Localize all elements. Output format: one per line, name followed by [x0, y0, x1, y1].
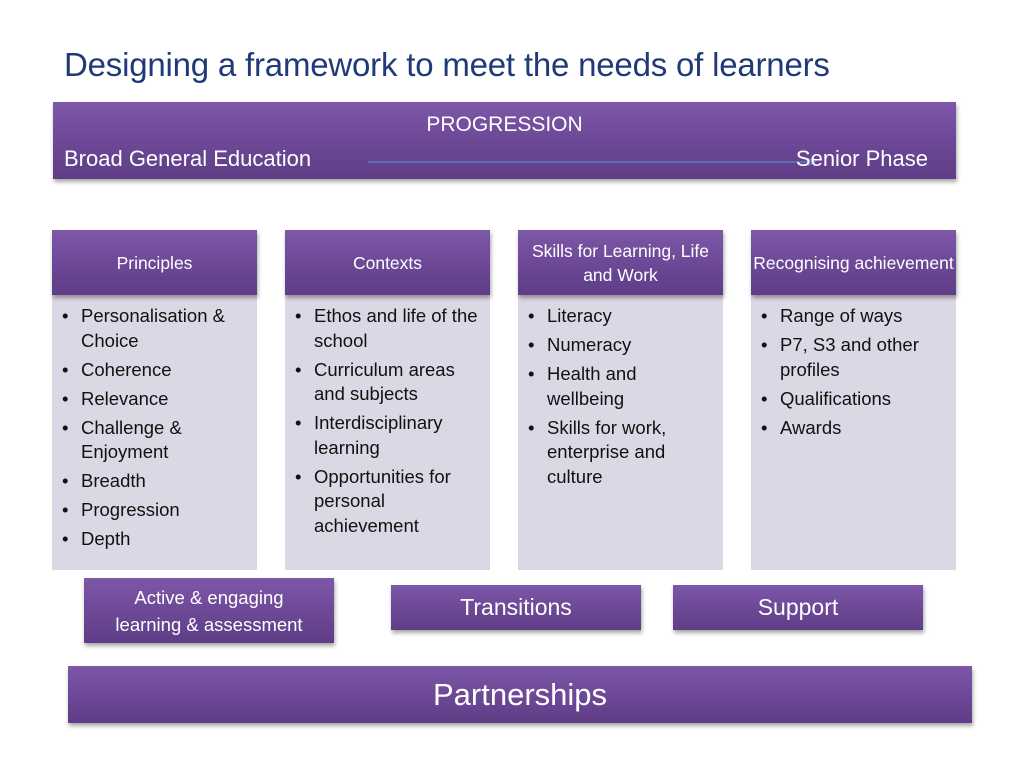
progression-label: PROGRESSION [426, 113, 583, 136]
list-item: •Curriculum areas and subjects [295, 358, 455, 405]
card-header: Recognising achievement [751, 230, 956, 295]
bullet-icon: • [295, 412, 302, 433]
slide-title: Designing a framework to meet the needs … [64, 46, 830, 83]
active-learning-box: Active & engaging learning & assessment [84, 578, 334, 643]
list-item: •Literacy [528, 304, 717, 329]
card-header: Skills for Learning, Life and Work [518, 230, 723, 295]
list-item: •P7, S3 and other profiles [761, 334, 919, 380]
card-body: •Personalisation & Choice •Coherence •Re… [52, 295, 257, 570]
arrow-right-icon [368, 158, 817, 166]
list-item: •Range of ways [761, 304, 950, 329]
bullet-icon: • [295, 305, 302, 326]
list-item: •Progression [62, 498, 251, 523]
bullet-icon: • [761, 387, 768, 409]
bullet-icon: • [528, 305, 535, 326]
bullet-icon: • [62, 305, 69, 326]
support-box: Support [673, 585, 923, 630]
bullet-icon: • [528, 334, 535, 355]
list-item: •Interdisciplinary learning [295, 412, 443, 458]
bullet-icon: • [295, 465, 302, 487]
bullet-icon: • [62, 528, 69, 549]
list-item: •Challenge & Enjoyment [62, 416, 182, 463]
bullet-icon: • [528, 363, 535, 384]
list-item: •Health and wellbeing [528, 363, 637, 409]
bullet-icon: • [761, 305, 768, 326]
bullet-icon: • [761, 416, 768, 438]
list-item: •Depth [62, 527, 251, 552]
list-item: •Skills for work, enterprise and culture [528, 416, 667, 487]
list-item: •Awards [761, 416, 950, 441]
list-item: •Breadth [62, 469, 251, 494]
recognising-achievement-card: Recognising achievement •Range of ways •… [751, 230, 956, 570]
card-header: Principles [52, 230, 257, 295]
skills-card: Skills for Learning, Life and Work •Lite… [518, 230, 723, 570]
list-item: •Numeracy [528, 333, 717, 358]
transitions-box: Transitions [391, 585, 641, 630]
card-body: •Range of ways •P7, S3 and other profile… [751, 295, 956, 570]
progression-end-label: Senior Phase [795, 146, 928, 171]
card-body: •Ethos and life of the school •Curriculu… [285, 295, 490, 570]
list-item: •Relevance [62, 387, 251, 412]
list-item: •Ethos and life of the school [295, 305, 478, 351]
partnerships-banner: Partnerships [68, 666, 972, 723]
progression-banner: PROGRESSION Broad General Education Seni… [53, 102, 956, 179]
list-item: •Opportunities for personal achievement [295, 465, 451, 536]
bullet-icon: • [62, 358, 69, 380]
principles-card: Principles •Personalisation & Choice •Co… [52, 230, 257, 570]
list-item: •Qualifications [761, 387, 950, 412]
bullet-icon: • [62, 387, 69, 409]
list-item: •Personalisation & Choice [62, 305, 225, 351]
bullet-icon: • [295, 358, 302, 380]
progression-start-label: Broad General Education [64, 146, 312, 171]
contexts-card: Contexts •Ethos and life of the school •… [285, 230, 490, 570]
list-item: •Coherence [62, 358, 251, 383]
card-header: Contexts [285, 230, 490, 295]
bullet-icon: • [528, 416, 535, 438]
bullet-icon: • [62, 416, 69, 438]
bullet-icon: • [62, 499, 69, 520]
bullet-icon: • [761, 334, 768, 355]
card-body: •Literacy •Numeracy •Health and wellbein… [518, 295, 723, 570]
bullet-icon: • [62, 470, 69, 491]
